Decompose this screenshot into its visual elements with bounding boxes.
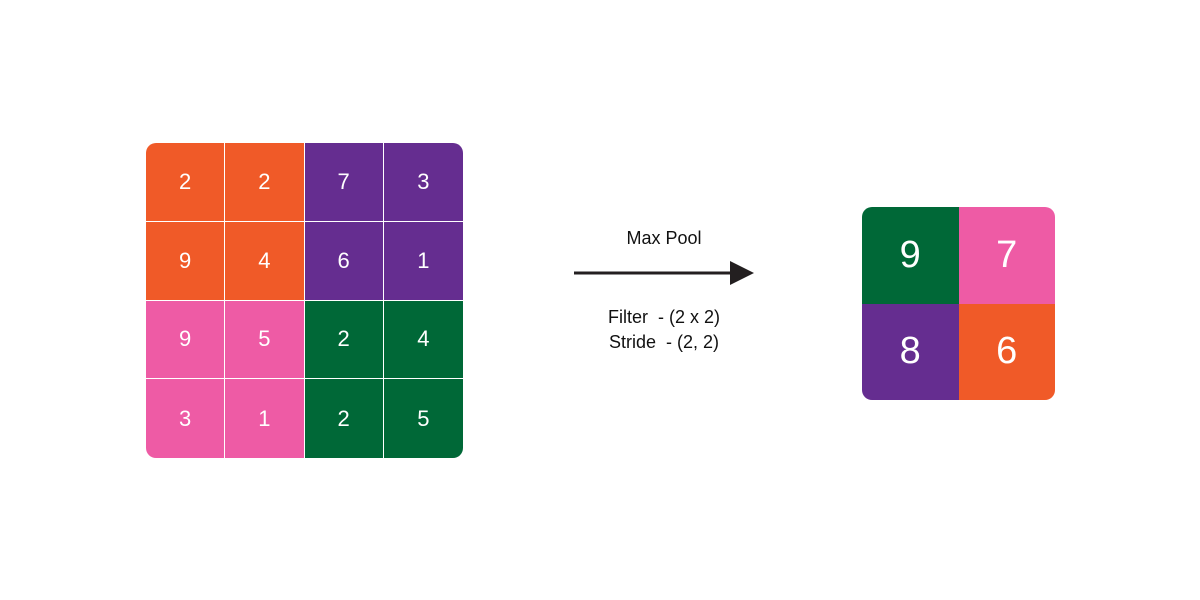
input-cell: 4 [225, 221, 305, 301]
arrow-head [730, 261, 754, 285]
output-cell: 9 [862, 207, 959, 304]
input-cell: 1 [383, 221, 463, 301]
input-cell: 9 [146, 300, 226, 380]
input-cell: 9 [146, 221, 226, 301]
operation-parameters: Filter - (2 x 2) Stride - (2, 2) [574, 305, 754, 355]
input-cell: 2 [304, 379, 384, 458]
input-cell: 3 [146, 379, 226, 458]
input-cell: 7 [304, 143, 384, 222]
input-cell: 2 [225, 143, 305, 222]
filter-label: Filter - (2 x 2) [607, 307, 720, 327]
output-cell: 6 [958, 303, 1055, 400]
input-cell: 5 [225, 300, 305, 380]
input-cell: 6 [304, 221, 384, 301]
output-cell: 8 [862, 303, 959, 400]
input-cell: 3 [383, 143, 463, 222]
input-cell: 4 [383, 300, 463, 380]
input-cell: 2 [304, 300, 384, 380]
input-cell: 2 [146, 143, 226, 222]
right-arrow-icon [574, 261, 754, 285]
stride-label: Stride - (2, 2) [608, 332, 720, 352]
input-cell: 5 [383, 379, 463, 458]
operation-title: Max Pool [626, 228, 702, 248]
output-cell: 7 [958, 207, 1055, 304]
input-cell: 1 [225, 379, 305, 458]
